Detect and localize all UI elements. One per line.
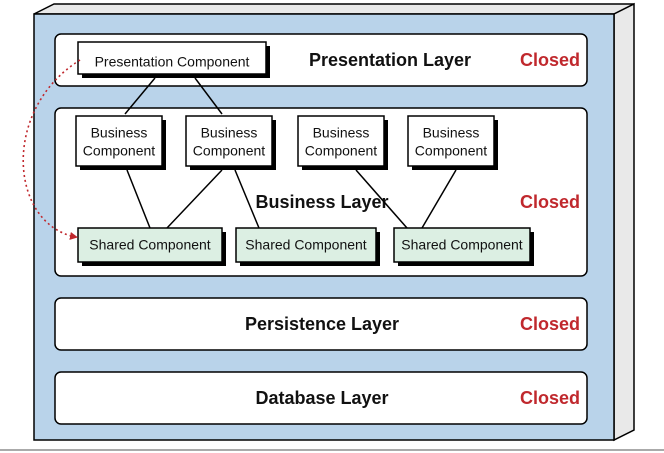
business-component-line2: Component: [305, 143, 377, 159]
persistence-layer: Persistence Layer Closed: [54, 297, 588, 351]
container-top-face: [33, 3, 635, 15]
business-component-line2: Component: [83, 143, 155, 159]
shared-component-label: Shared Component: [89, 237, 211, 253]
shared-component: Shared Component: [77, 227, 226, 266]
business-component-line2: Component: [415, 143, 487, 159]
connector-business2-shared2: [234, 169, 260, 229]
connector-presentation-business-1: [124, 77, 156, 115]
presentation-component: Presentation Component: [77, 41, 270, 78]
connector-business2-shared1: [166, 169, 223, 229]
presentation-layer-status: Closed: [520, 50, 580, 70]
shared-component: Shared Component: [235, 227, 380, 266]
shared-component: Shared Component: [393, 227, 534, 266]
business-layer-status: Closed: [520, 192, 580, 212]
connector-business3-shared3: [355, 169, 408, 229]
business-layer-name: Business Layer: [255, 192, 388, 212]
connector-business4-shared3: [421, 169, 457, 229]
database-layer-status: Closed: [520, 388, 580, 408]
business-component-line1: Business: [201, 125, 258, 141]
business-component-line2: Component: [193, 143, 265, 159]
database-layer: Database Layer Closed: [54, 371, 588, 425]
connector-business1-shared1: [126, 169, 151, 229]
business-component: Business Component: [407, 115, 498, 170]
persistence-layer-status: Closed: [520, 314, 580, 334]
database-layer-name: Database Layer: [255, 388, 388, 408]
business-component: Business Component: [75, 115, 166, 170]
business-component-line1: Business: [423, 125, 480, 141]
shared-component-label: Shared Component: [245, 237, 367, 253]
presentation-layer-name: Presentation Layer: [309, 50, 471, 70]
business-component-line1: Business: [313, 125, 370, 141]
container-side-face: [613, 2, 635, 442]
business-component-line1: Business: [91, 125, 148, 141]
persistence-layer-name: Persistence Layer: [245, 314, 399, 334]
connector-presentation-business-2: [194, 77, 223, 115]
connector-lines: [124, 77, 457, 229]
shared-component-label: Shared Component: [401, 237, 523, 253]
presentation-component-label: Presentation Component: [95, 54, 250, 70]
business-component: Business Component: [297, 115, 388, 170]
business-component: Business Component: [185, 115, 276, 170]
